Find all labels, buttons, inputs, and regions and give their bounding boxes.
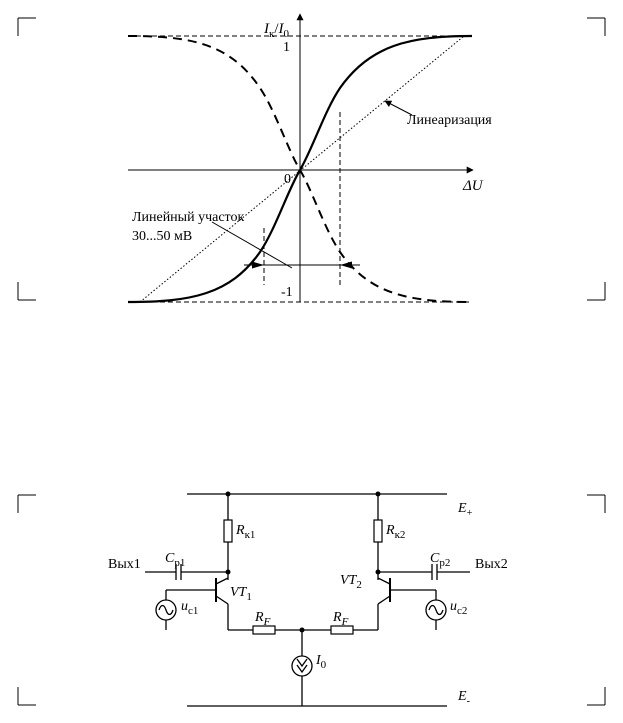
linear-region-annotation-line1: Линейный участок bbox=[132, 210, 244, 225]
current-source-arrow bbox=[296, 658, 308, 674]
crop-marks bbox=[17, 17, 606, 706]
circuit-labels: E+ E- Rк1 Rк2 Cp1 Cp2 Вых1 Вых2 VT1 VT2 … bbox=[108, 501, 508, 707]
origin-label: 0 bbox=[284, 172, 291, 187]
label-i0-sub: 0 bbox=[321, 659, 327, 671]
label-uc2-main: u bbox=[450, 599, 457, 614]
junction-collector-right bbox=[375, 569, 381, 575]
crop-mark-bottom-left-1 bbox=[17, 282, 36, 301]
crop-mark-top-left-2 bbox=[17, 494, 36, 513]
junction-dots bbox=[225, 491, 381, 633]
label-cp2: Cp2 bbox=[430, 551, 450, 569]
label-i0: I0 bbox=[315, 653, 327, 671]
label-uc1-main: u bbox=[181, 599, 188, 614]
label-rf1-main: R bbox=[254, 610, 264, 625]
label-rf2-main: R bbox=[332, 610, 342, 625]
label-e-minus-main: E bbox=[457, 689, 467, 704]
label-e-plus-main: E bbox=[457, 501, 467, 516]
label-rf2: RF bbox=[332, 610, 349, 628]
y-label-i: I bbox=[263, 21, 270, 37]
uc1-sine-glyph bbox=[158, 604, 174, 616]
linear-region-arrowhead-right bbox=[340, 261, 352, 269]
y-label-sub-0: 0 bbox=[284, 28, 290, 40]
linear-region-leader bbox=[211, 221, 293, 269]
label-vt2-main: VT bbox=[340, 573, 358, 588]
junction-tail bbox=[299, 627, 305, 633]
label-cp1: Cp1 bbox=[165, 551, 185, 569]
label-rk1: Rк1 bbox=[235, 523, 255, 541]
vt1-emitter bbox=[215, 595, 229, 605]
y-axis-label: Iк/I0 bbox=[263, 21, 290, 40]
differential-amplifier-circuit bbox=[145, 493, 470, 707]
label-rk1-sub: к1 bbox=[245, 529, 256, 541]
label-rk2-main: R bbox=[385, 523, 395, 538]
label-out1: Вых1 bbox=[108, 557, 141, 572]
rk2-resistor bbox=[373, 519, 383, 543]
label-vt1: VT1 bbox=[230, 585, 252, 603]
crop-mark-bottom-left-2 bbox=[17, 687, 36, 706]
label-i0-main: I bbox=[315, 653, 322, 668]
label-cp1-main: C bbox=[165, 551, 175, 566]
label-rf2-sub: F bbox=[341, 616, 349, 628]
y-label-slash: / bbox=[274, 21, 279, 37]
label-uc1-sub: c1 bbox=[188, 605, 198, 617]
linear-region-arrowhead-left bbox=[252, 261, 264, 269]
label-vt1-main: VT bbox=[230, 585, 248, 600]
rk1-resistor bbox=[223, 519, 233, 543]
linearization-leader bbox=[384, 100, 413, 116]
y-label-i0: I bbox=[278, 21, 285, 37]
label-rk2: Rк2 bbox=[385, 523, 405, 541]
label-vt1-sub: 1 bbox=[246, 591, 252, 603]
crop-mark-top-right-1 bbox=[587, 17, 606, 36]
uc2-sine-glyph bbox=[428, 604, 444, 616]
label-vt2-sub: 2 bbox=[356, 579, 362, 591]
label-out2: Вых2 bbox=[475, 557, 508, 572]
label-cp2-sub: p2 bbox=[439, 557, 450, 569]
label-uc1: uc1 bbox=[181, 599, 198, 617]
linear-region-annotation-line2: 30...50 мВ bbox=[132, 229, 192, 244]
tick-label-minus-one: -1 bbox=[281, 285, 293, 300]
junction-rail-left bbox=[225, 491, 231, 497]
junction-collector-left bbox=[225, 569, 231, 575]
vt2-collector bbox=[377, 577, 391, 585]
linearization-line bbox=[139, 35, 465, 303]
label-rk1-main: R bbox=[235, 523, 245, 538]
label-cp1-sub: p1 bbox=[174, 557, 185, 569]
label-e-minus-sub: - bbox=[467, 696, 470, 707]
label-rf1-sub: F bbox=[263, 616, 271, 628]
label-e-plus: E+ bbox=[457, 501, 473, 519]
linearization-annotation: Линеаризация bbox=[407, 113, 492, 128]
vt1-collector bbox=[215, 577, 229, 585]
label-uc2-sub: c2 bbox=[457, 605, 467, 617]
crop-mark-bottom-right-2 bbox=[587, 687, 606, 706]
label-uc2: uc2 bbox=[450, 599, 467, 617]
tick-label-plus-one: 1 bbox=[283, 40, 290, 55]
junction-rail-right bbox=[375, 491, 381, 497]
x-axis-label: ΔU bbox=[462, 178, 484, 194]
label-e-minus: E- bbox=[457, 689, 470, 707]
label-e-plus-sub: + bbox=[467, 508, 473, 519]
vt2-emitter bbox=[377, 595, 391, 605]
crop-mark-bottom-right-1 bbox=[587, 282, 606, 301]
y-label-sub-k: к bbox=[269, 28, 275, 40]
label-rf1: RF bbox=[254, 610, 271, 628]
label-vt2: VT2 bbox=[340, 573, 362, 591]
crop-mark-top-left-1 bbox=[17, 17, 36, 36]
label-rk2-sub: к2 bbox=[395, 529, 406, 541]
transfer-characteristic-graph: Iк/I0 1 -1 0 ΔU Линеаризация Линейный уч… bbox=[127, 13, 492, 304]
label-cp2-main: C bbox=[430, 551, 440, 566]
crop-mark-top-right-2 bbox=[587, 494, 606, 513]
